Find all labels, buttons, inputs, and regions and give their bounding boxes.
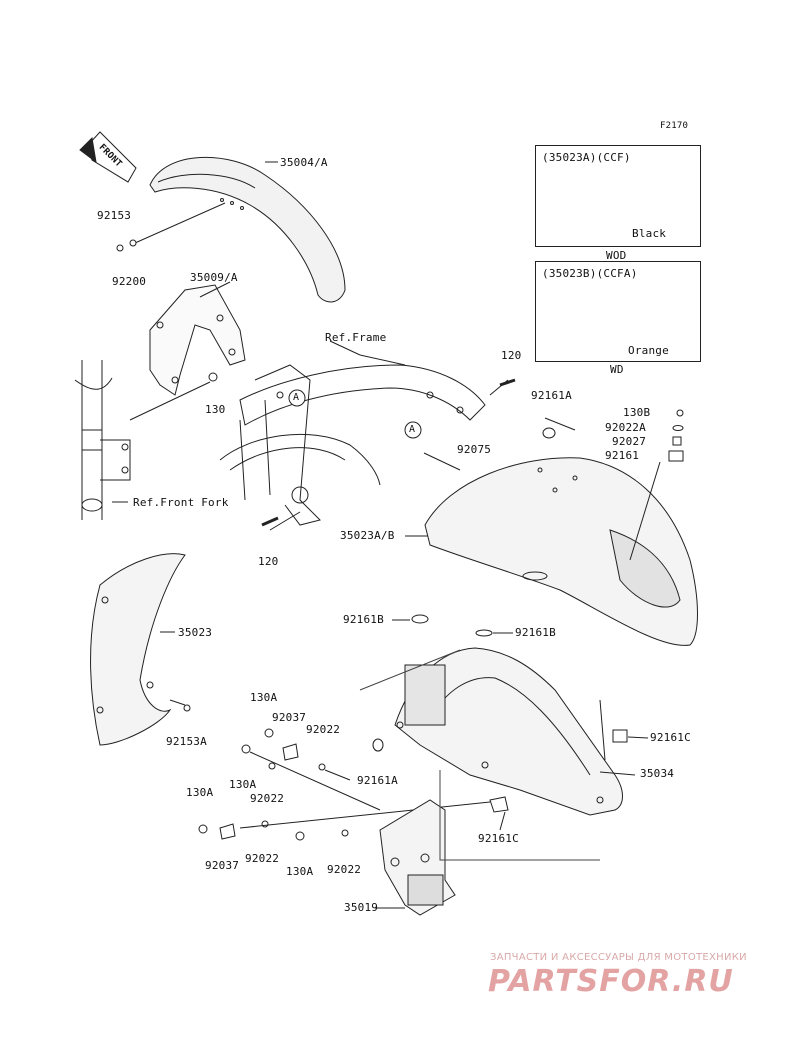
part-92022-2: 92022 [250, 792, 285, 805]
side-cover-shape [90, 553, 186, 746]
part-35023: 35023 [178, 626, 213, 639]
part-92161B-left: 92161B [343, 613, 384, 626]
inset-note-orange: WD [610, 363, 624, 376]
part-92075: 92075 [457, 443, 492, 456]
figure-id: F2170 [660, 121, 689, 131]
part-92037-1: 92037 [272, 711, 307, 724]
part-92027: 92027 [612, 435, 647, 448]
part-35019: 35019 [344, 901, 379, 914]
ref-marker-a-2: A [409, 424, 416, 435]
fender-bracket-shape [149, 284, 246, 396]
part-120-top: 120 [501, 349, 522, 362]
inset-code-black: (35023A)(CCF) [542, 151, 631, 164]
part-130A-4: 130A [286, 865, 314, 878]
license-bracket-shape [379, 799, 456, 916]
part-130A-1: 130A [250, 691, 278, 704]
rear-fender-shape [424, 457, 698, 646]
ref-marker-a-1: A [293, 392, 300, 403]
part-130A-2: 130A [229, 778, 257, 791]
part-130: 130 [205, 403, 226, 416]
inset-color-black: Black [632, 227, 667, 240]
front-fork-shape [74, 360, 131, 520]
part-92161C-low: 92161C [478, 832, 519, 845]
part-92161C-right: 92161C [650, 731, 691, 744]
part-120-bottom: 120 [258, 555, 279, 568]
part-35009A: 35009/A [190, 271, 238, 284]
frame-shape [219, 364, 486, 526]
part-92022-1: 92022 [306, 723, 341, 736]
part-92022-3: 92022 [245, 852, 280, 865]
part-92161A-top: 92161A [531, 389, 572, 402]
part-92200: 92200 [112, 275, 147, 288]
front-arrow-icon [79, 131, 137, 183]
part-92153: 92153 [97, 209, 132, 222]
ref-front-fork: Ref.Front Fork [133, 496, 229, 509]
watermark-tagline: ЗАПЧАСТИ И АКСЕССУАРЫ ДЛЯ МОТОТЕХНИКИ [490, 952, 747, 963]
inset-color-orange: Orange [628, 344, 669, 357]
inset-box-black [535, 145, 701, 247]
inset-box-orange [535, 261, 701, 362]
front-fender-shape [149, 156, 346, 303]
part-92161A-low: 92161A [357, 774, 398, 787]
part-92022-4: 92022 [327, 863, 362, 876]
fender-brace-shape [394, 647, 623, 816]
part-35004A: 35004/A [280, 156, 328, 169]
part-92161: 92161 [605, 449, 640, 462]
inset-note-black: WOD [606, 249, 627, 262]
part-92161B-right: 92161B [515, 626, 556, 639]
watermark-logo: PARTSFOR.RU [488, 964, 734, 999]
part-92153A: 92153A [166, 735, 207, 748]
part-35034: 35034 [640, 767, 675, 780]
inset-code-orange: (35023B)(CCFA) [542, 267, 638, 280]
part-92037-2: 92037 [205, 859, 240, 872]
part-35023AB: 35023A/B [340, 529, 395, 542]
part-130A-3: 130A [186, 786, 214, 799]
part-130B: 130B [623, 406, 651, 419]
part-92022A: 92022A [605, 421, 646, 434]
ref-frame: Ref.Frame [325, 331, 387, 344]
